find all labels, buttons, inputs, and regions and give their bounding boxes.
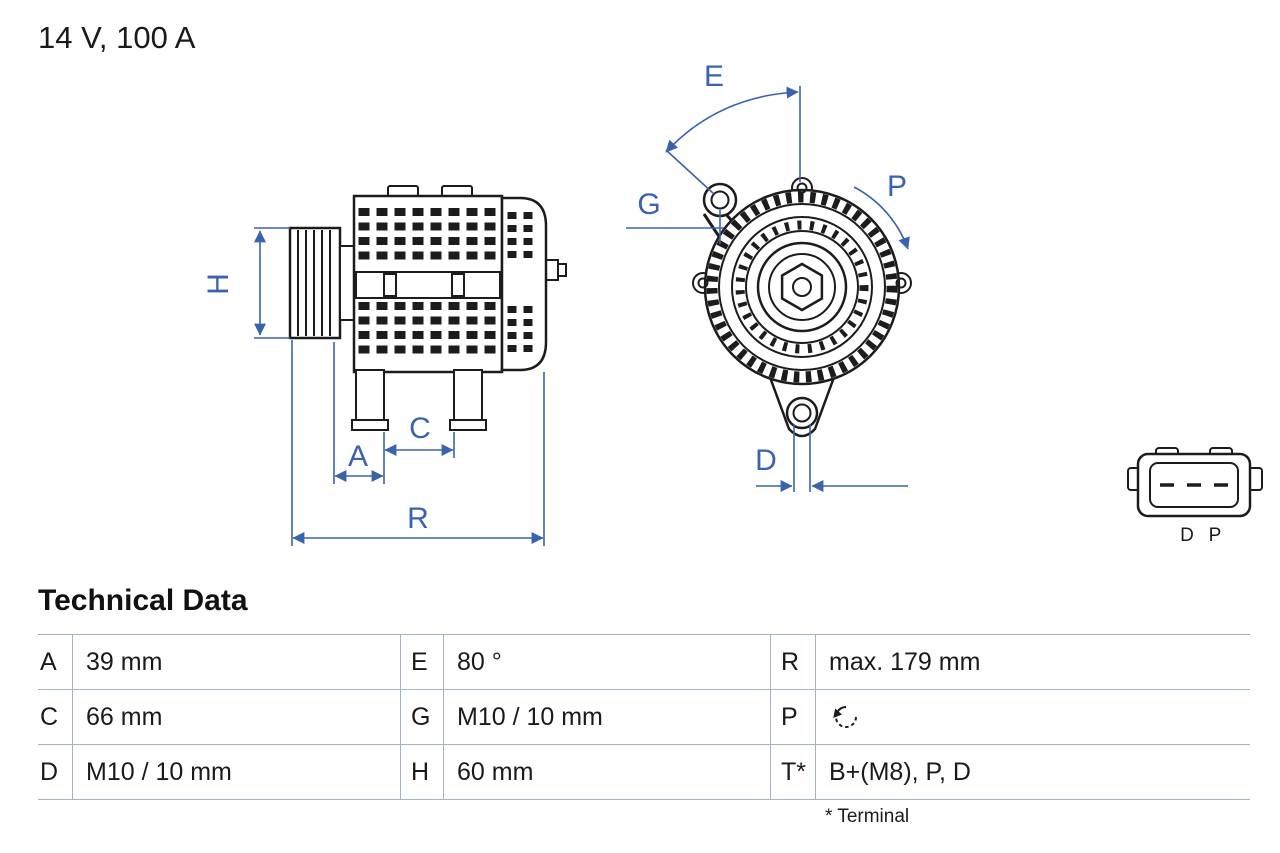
table-row: C 66 mm G M10 / 10 mm P xyxy=(38,690,1250,745)
terminal-footnote: * Terminal xyxy=(825,806,910,827)
spec-value-D: M10 / 10 mm xyxy=(72,745,400,799)
spec-key-T: T* xyxy=(770,745,815,799)
inner-vent-slots xyxy=(735,220,869,354)
spec-value-T: B+(M8), P, D xyxy=(815,745,1250,799)
connector-icon: D P xyxy=(1127,447,1263,546)
spec-key-R: R xyxy=(770,635,815,689)
rotation-cw-icon xyxy=(833,706,857,728)
dimension-label-C: C xyxy=(409,412,431,445)
spec-key-A: A xyxy=(40,647,57,676)
mounting-lugs xyxy=(351,369,487,431)
spec-key-P: P xyxy=(770,690,815,744)
spec-key-G: G xyxy=(400,690,443,744)
dimension-label-A: A xyxy=(348,440,368,473)
alternator-side-view xyxy=(288,185,567,431)
spec-value-A: 39 mm xyxy=(72,635,400,689)
vent-slots-lower xyxy=(358,302,496,360)
side-view-dimensions: H A C R xyxy=(202,227,545,546)
page-title: 14 V, 100 A xyxy=(38,20,196,55)
vent-slots-upper xyxy=(358,208,496,266)
dimension-C xyxy=(384,432,455,458)
alternator-front-view xyxy=(692,177,912,438)
rim-vent-slots xyxy=(706,191,898,383)
dimension-P xyxy=(853,186,910,250)
technical-data-section: Technical Data A 39 mm E 80 ° R max. 179… xyxy=(38,584,1250,828)
dimension-label-G: G xyxy=(637,188,660,221)
dimension-A xyxy=(333,342,385,484)
dimension-label-R: R xyxy=(407,502,429,535)
dimension-label-E: E xyxy=(704,60,724,93)
dimension-D xyxy=(756,424,908,492)
spec-value-R: max. 179 mm xyxy=(815,635,1250,689)
dimension-E xyxy=(665,86,801,195)
dimension-label-D: D xyxy=(755,444,777,477)
spec-key-C: C xyxy=(40,702,59,731)
table-row: A 39 mm E 80 ° R max. 179 mm xyxy=(38,635,1250,690)
dimension-label-H: H xyxy=(202,273,235,295)
dimension-G xyxy=(626,210,724,244)
spec-value-E: 80 ° xyxy=(443,635,770,689)
spec-value-C: 66 mm xyxy=(72,690,400,744)
spec-key-H: H xyxy=(400,745,443,799)
pulley xyxy=(288,226,355,340)
connector-pin-label-p: P xyxy=(1209,525,1222,546)
spec-key-D: D xyxy=(40,757,59,786)
spec-key-E: E xyxy=(400,635,443,689)
technical-data-heading: Technical Data xyxy=(38,584,248,617)
dimension-label-P: P xyxy=(887,170,907,203)
dimension-R xyxy=(291,340,545,546)
alternator-technical-drawing: H A C R xyxy=(202,60,1263,546)
spec-value-H: 60 mm xyxy=(443,745,770,799)
alternator-body xyxy=(352,185,567,374)
spec-value-P xyxy=(815,690,1250,744)
spec-value-G: M10 / 10 mm xyxy=(443,690,770,744)
dimension-H xyxy=(254,227,290,339)
technical-data-table: A 39 mm E 80 ° R max. 179 mm C 66 mm G M… xyxy=(38,634,1250,800)
connector-pin-label-d: D xyxy=(1180,525,1194,546)
front-view-dimensions: E G P D xyxy=(626,60,910,492)
table-row: D M10 / 10 mm H 60 mm T* B+(M8), P, D xyxy=(38,745,1250,800)
shaft-nut-hex xyxy=(780,262,824,312)
